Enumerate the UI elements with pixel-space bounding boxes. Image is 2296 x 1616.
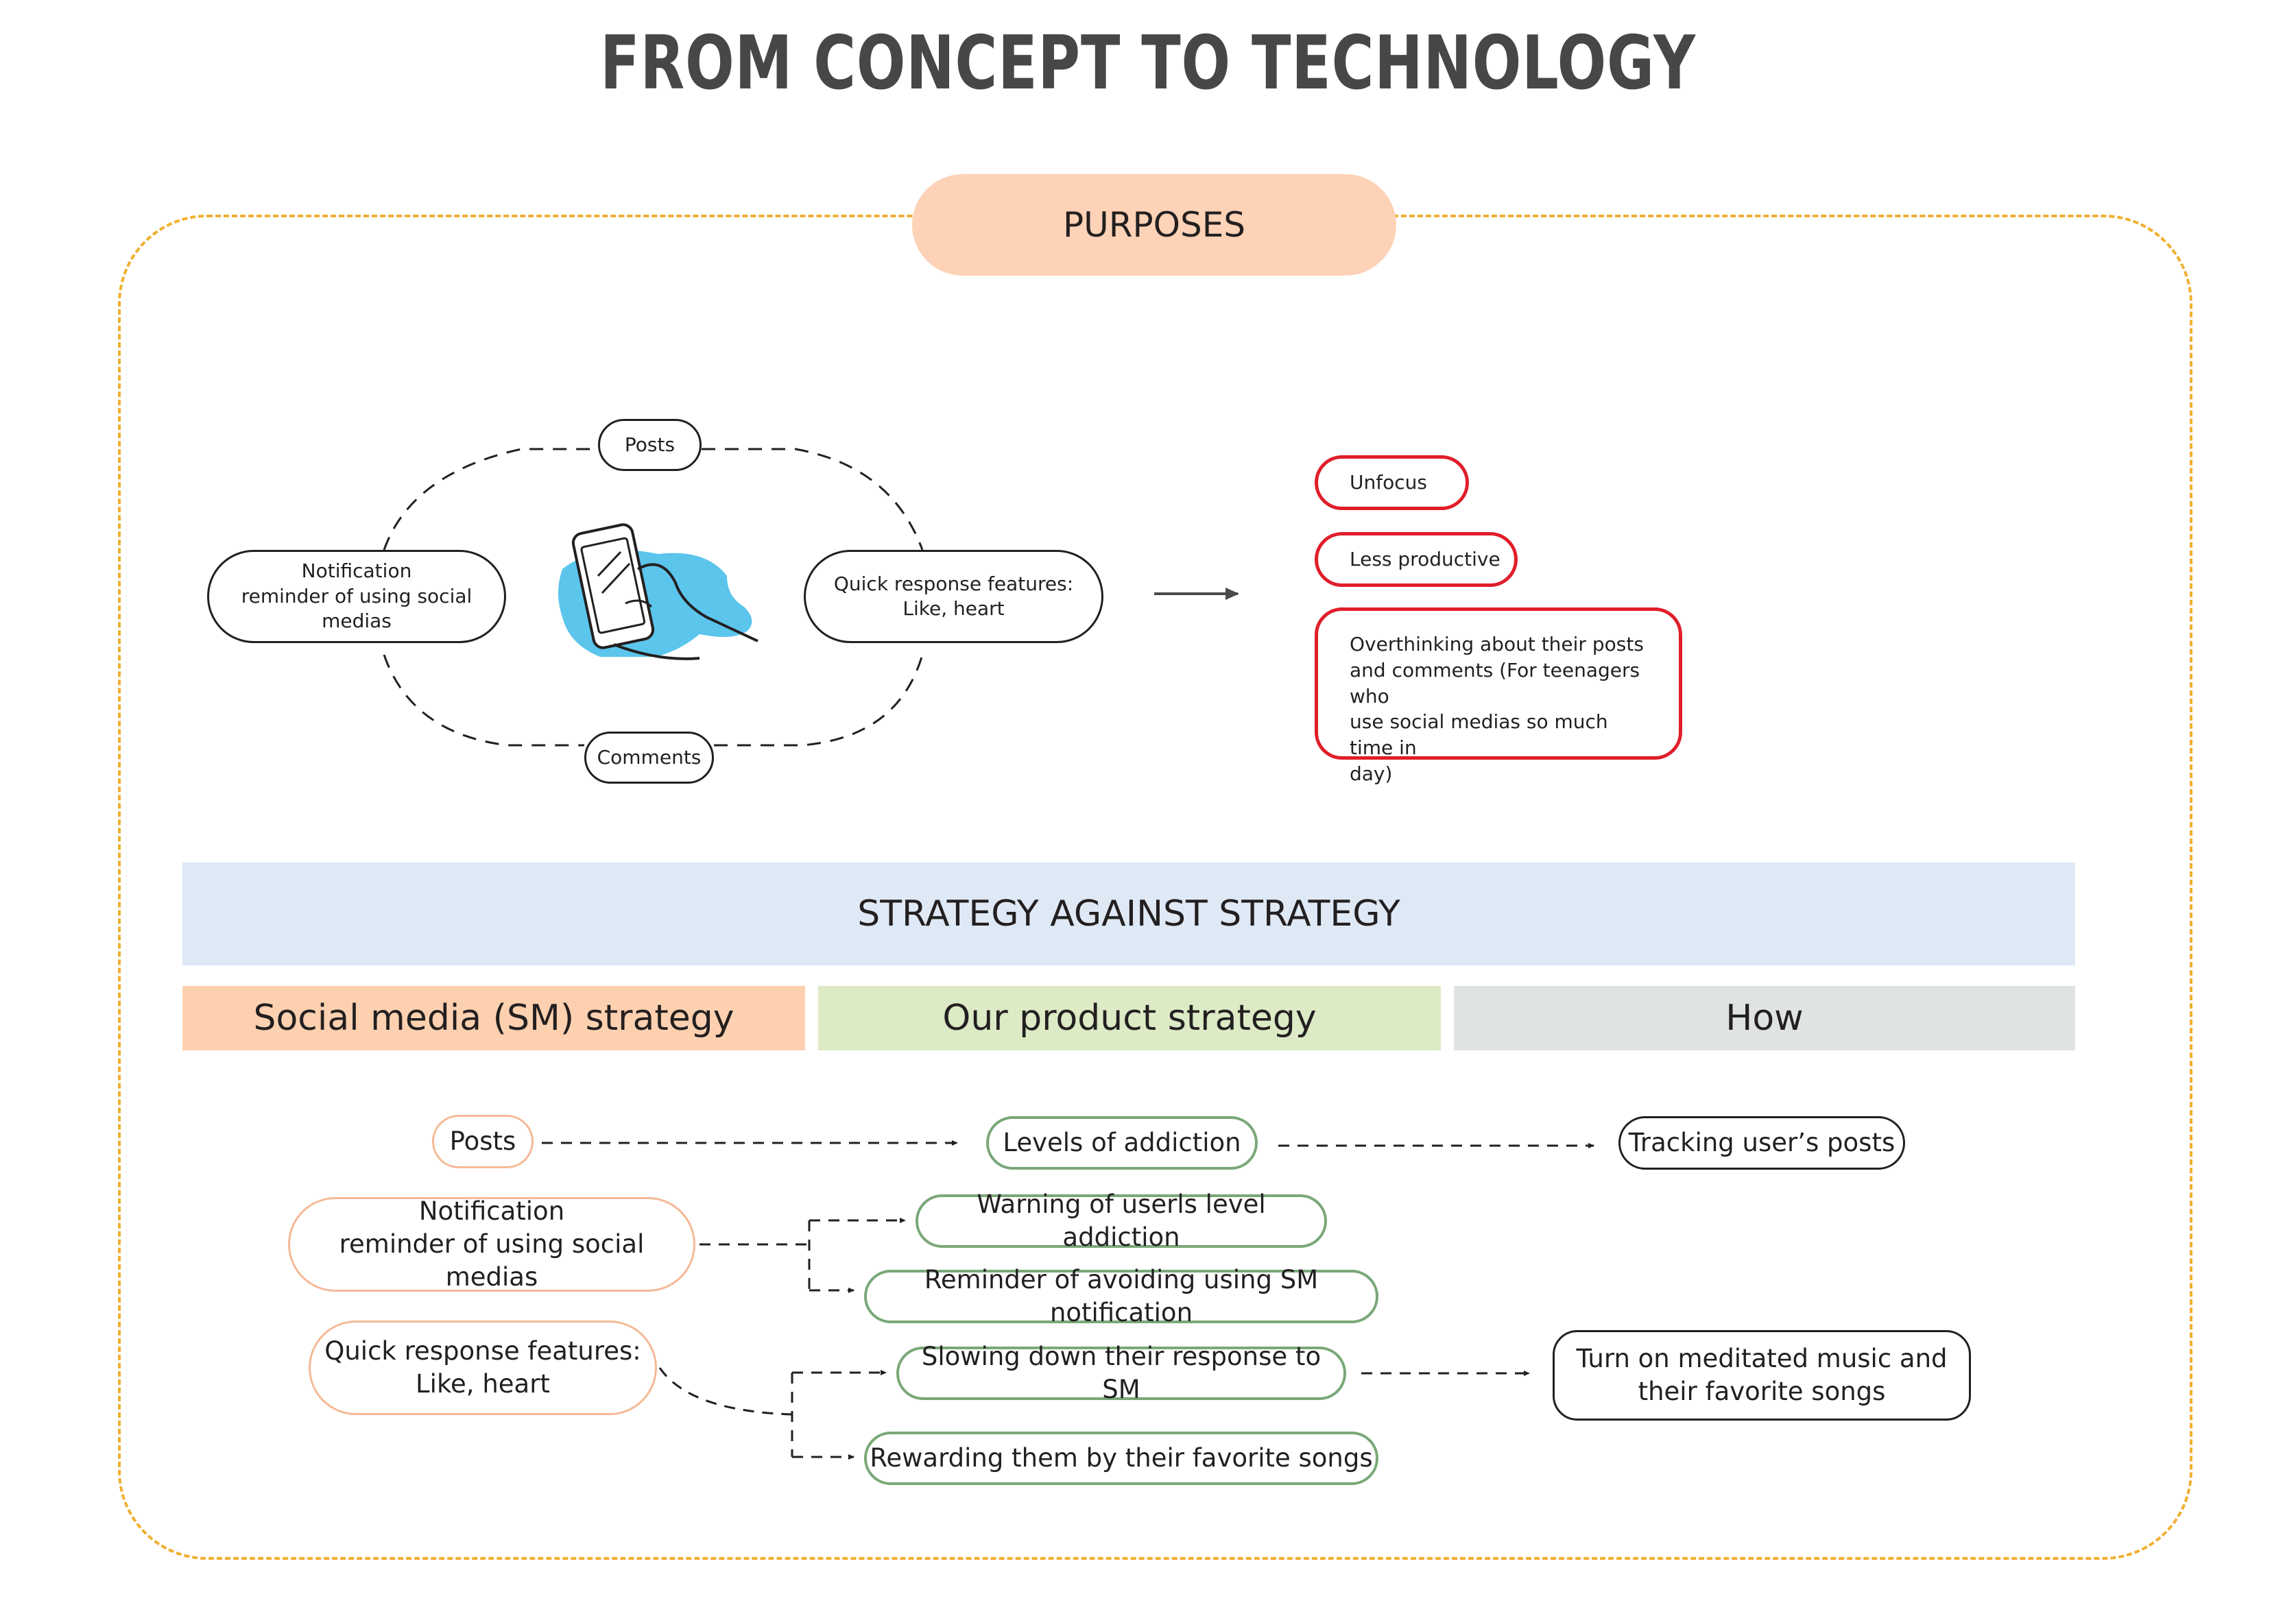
how-tracking-label: Tracking user’s posts: [1628, 1127, 1896, 1157]
product-reminder-node: Reminder of avoiding using SM notificati…: [864, 1265, 1378, 1327]
cycle-comments-label: Comments: [597, 745, 702, 769]
effect-unfocus-label: Unfocus: [1350, 470, 1427, 494]
effect-unfocus: Unfocus: [1315, 455, 1469, 510]
sm-notification-line1: Notification: [418, 1196, 565, 1226]
strategy-banner: STRATEGY AGAINST STRATEGY: [182, 863, 2075, 965]
cycle-quick-line1: Quick response features:: [833, 572, 1074, 595]
effect-overthinking-line1: Overthinking about their posts: [1350, 633, 1644, 655]
sm-quick-line2: Like, heart: [416, 1369, 550, 1399]
product-levels-node: Levels of addiction: [986, 1116, 1258, 1170]
cycle-posts-label: Posts: [624, 433, 675, 456]
sm-posts-label: Posts: [449, 1126, 516, 1156]
sm-notification-line2: reminder of using social medias: [339, 1229, 645, 1292]
purposes-label: PURPOSES: [912, 174, 1396, 276]
product-warning-label: Warning of userls level addiction: [977, 1189, 1266, 1252]
phone-in-hand-icon: [558, 523, 758, 660]
cycle-posts-node: Posts: [598, 419, 702, 471]
product-warning-node: Warning of userls level addiction: [916, 1190, 1327, 1252]
sm-quick-line1: Quick response features:: [324, 1336, 641, 1366]
effect-overthinking-line3: use social medias so much time in: [1350, 710, 1608, 760]
sm-quick-response-node: Quick response features: Like, heart: [309, 1320, 657, 1415]
cycle-loop: [383, 448, 924, 747]
cycle-notification-line2: reminder of using social medias: [241, 584, 473, 633]
effect-less-productive: Less productive: [1315, 532, 1518, 587]
effect-overthinking: Overthinking about their posts and comme…: [1315, 607, 1682, 785]
product-strategy-header: Our product strategy: [818, 986, 1441, 1050]
strategy-connectors: [542, 1140, 1594, 1460]
page-title: FROM CONCEPT TO TECHNOLOGY: [600, 21, 1696, 106]
product-rewarding-node: Rewarding them by their favorite songs: [864, 1432, 1378, 1485]
sm-notification-node: Notification reminder of using social me…: [288, 1196, 695, 1292]
how-music-line1: Turn on meditated music and: [1576, 1343, 1948, 1373]
how-music-node: Turn on meditated music and their favori…: [1553, 1330, 1971, 1421]
product-levels-label: Levels of addiction: [1003, 1127, 1241, 1157]
how-header: How: [1454, 986, 2075, 1050]
effect-less-productive-label: Less productive: [1350, 547, 1500, 570]
cycle-notification-node: Notification reminder of using social me…: [207, 550, 506, 643]
product-slowing-node: Slowing down their response to SM: [896, 1342, 1346, 1404]
product-reminder-label: Reminder of avoiding using SM notificati…: [924, 1264, 1319, 1327]
cycle-comments-node: Comments: [584, 732, 714, 784]
effect-overthinking-line2: and comments (For teenagers who: [1350, 658, 1640, 708]
cycle-notification-line1: Notification: [301, 559, 412, 583]
how-tracking-node: Tracking user’s posts: [1618, 1116, 1905, 1170]
cycle-quick-line2: Like, heart: [902, 597, 1005, 620]
effect-overthinking-line4: day): [1350, 762, 1393, 785]
product-rewarding-label: Rewarding them by their favorite songs: [870, 1443, 1373, 1473]
product-slowing-label: Slowing down their response to SM: [921, 1341, 1322, 1404]
sm-posts-node: Posts: [432, 1115, 534, 1168]
cycle-quick-response-node: Quick response features: Like, heart: [804, 550, 1103, 643]
sm-strategy-header: Social media (SM) strategy: [182, 986, 805, 1050]
how-music-line2: their favorite songs: [1638, 1377, 1886, 1406]
